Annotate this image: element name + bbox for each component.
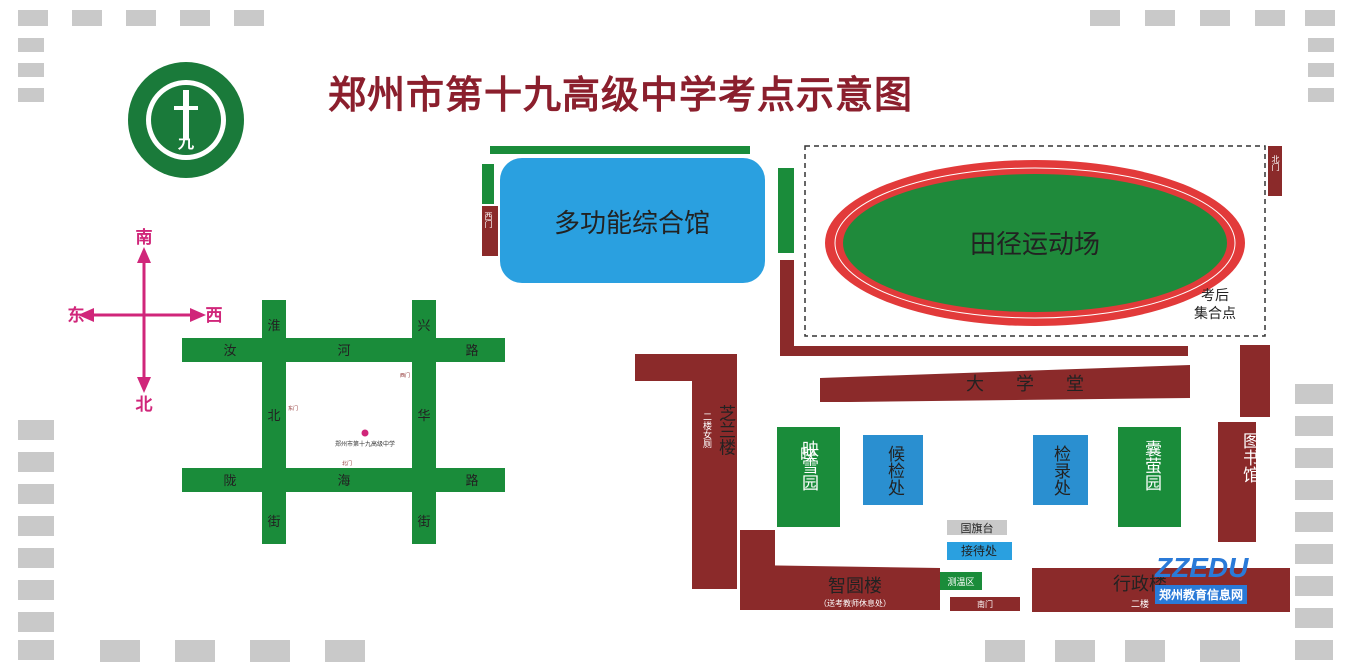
school-logo: 九 — [126, 60, 246, 180]
frame-square — [1145, 10, 1175, 26]
compass-east: 东 — [68, 305, 85, 326]
frame-square — [1295, 384, 1333, 404]
street-map: 淮 河 汝 路 兴 华 北 街 陇 海 路 街 郑州市第十九高级中学 西门 东门… — [182, 300, 505, 544]
frame-square — [18, 484, 54, 504]
gym-gate-label: 西门 — [484, 212, 493, 228]
frame-square — [18, 63, 44, 77]
frame-square — [1305, 10, 1335, 26]
hall-char-2: 学 — [1016, 374, 1034, 395]
track-label: 田径运动场 — [970, 230, 1100, 260]
street-xing: 兴 — [417, 319, 430, 334]
frame-square — [1125, 640, 1165, 662]
assembly-label-2: 集合点 — [1194, 305, 1236, 322]
frame-square — [1055, 640, 1095, 662]
school-marker-label: 郑州市第十九高级中学 — [335, 440, 395, 448]
test-area-label: 测温区 — [947, 577, 974, 588]
street-bei: 北 — [267, 409, 280, 424]
zhilan-label: 芝兰楼 — [715, 404, 736, 455]
frame-square — [234, 10, 264, 26]
street-lu1: 路 — [465, 343, 478, 359]
compass: 南 北 东 西 — [68, 227, 223, 415]
gate-north-small: 北门 — [342, 460, 352, 467]
frame-square — [1295, 448, 1333, 468]
frame-square — [18, 420, 54, 440]
frame-square — [18, 88, 44, 102]
xingzheng-sub: 二楼 — [1131, 598, 1149, 610]
page-title: 郑州市第十九高级中学考点示意图 — [328, 73, 914, 117]
zhiyuan-label: 智圆楼 — [828, 576, 882, 597]
frame-square — [1295, 544, 1333, 564]
compass-north: 北 — [136, 395, 153, 415]
library-label: 图书馆 — [1239, 432, 1259, 483]
assembly-label-1: 考后 — [1201, 288, 1229, 304]
compass-south: 南 — [136, 227, 153, 248]
nangying-label: 囊萤园 — [1141, 440, 1161, 491]
frame-square — [72, 10, 102, 26]
frame-square — [18, 516, 54, 536]
frame-square — [180, 10, 210, 26]
frame-square — [250, 640, 290, 662]
logo-mark: 九 — [177, 133, 194, 152]
frame-square — [1295, 608, 1333, 628]
frame-square — [100, 640, 140, 662]
frame-square — [1308, 88, 1334, 102]
frame-square — [1200, 10, 1230, 26]
street-long: 陇 — [223, 474, 236, 489]
frame-square — [1308, 38, 1334, 52]
gate-west-small: 西门 — [400, 372, 410, 379]
street-jie1: 街 — [267, 515, 280, 530]
street-hua: 华 — [417, 409, 430, 424]
gate-south-label: 南门 — [977, 599, 993, 609]
xingzheng-label: 行政楼 — [1113, 574, 1167, 595]
frame-square — [18, 10, 48, 26]
frame-square — [1295, 576, 1333, 596]
frame-square — [1295, 512, 1333, 532]
jianlu-label: 检录处 — [1050, 445, 1070, 496]
frame-square — [18, 612, 54, 632]
houjian-label: 候检处 — [884, 445, 904, 496]
gate-east-small: 东门 — [288, 405, 298, 412]
frame-square — [18, 38, 44, 52]
frame-square — [1295, 640, 1333, 660]
zhilan-sub-label: 二楼女厕 — [701, 412, 711, 448]
frame-square — [1255, 10, 1285, 26]
watermark-brand: ZZEDU — [1155, 552, 1249, 583]
street-huaihe-2: 河 — [337, 344, 350, 359]
frame-square — [1090, 10, 1120, 26]
watermark: ZZEDU 郑州教育信息网 — [1155, 552, 1248, 604]
yingxue-1: 映 — [800, 445, 816, 464]
street-hai: 海 — [337, 474, 350, 489]
street-huaihe-1: 淮 — [267, 319, 280, 334]
frame-square — [1295, 480, 1333, 500]
frame-square — [18, 452, 54, 472]
compass-west: 西 — [206, 306, 223, 326]
zhiyuan-sub: （送考教师休息处） — [819, 598, 891, 608]
flag-label: 国旗台 — [961, 521, 994, 535]
frame-square — [1295, 416, 1333, 436]
frame-square — [175, 640, 215, 662]
frame-square — [18, 640, 54, 660]
frame-square — [18, 580, 54, 600]
frame-square — [325, 640, 365, 662]
street-lu2: 路 — [465, 473, 478, 489]
street-ru: 汝 — [223, 344, 236, 359]
frame-square — [1308, 63, 1334, 77]
track-gate-label: 北门 — [1271, 155, 1280, 171]
frame-square — [1200, 640, 1240, 662]
yingxue-label: 映雪园 — [798, 440, 818, 491]
frame-square — [126, 10, 156, 26]
street-jie2: 街 — [417, 515, 430, 530]
hall-char-1: 大 — [966, 374, 984, 395]
watermark-cn: 郑州教育信息网 — [1155, 585, 1248, 604]
frame-square — [18, 548, 54, 568]
frame-square — [985, 640, 1025, 662]
reception-label: 接待处 — [961, 543, 997, 558]
hall-char-3: 堂 — [1066, 374, 1084, 395]
campus-map: 多功能综合馆 田径运动场 考后 集合点 大 学 堂 芝兰楼 映 国旗台 接待处 … — [482, 145, 1290, 612]
gym-label: 多功能综合馆 — [554, 209, 710, 239]
